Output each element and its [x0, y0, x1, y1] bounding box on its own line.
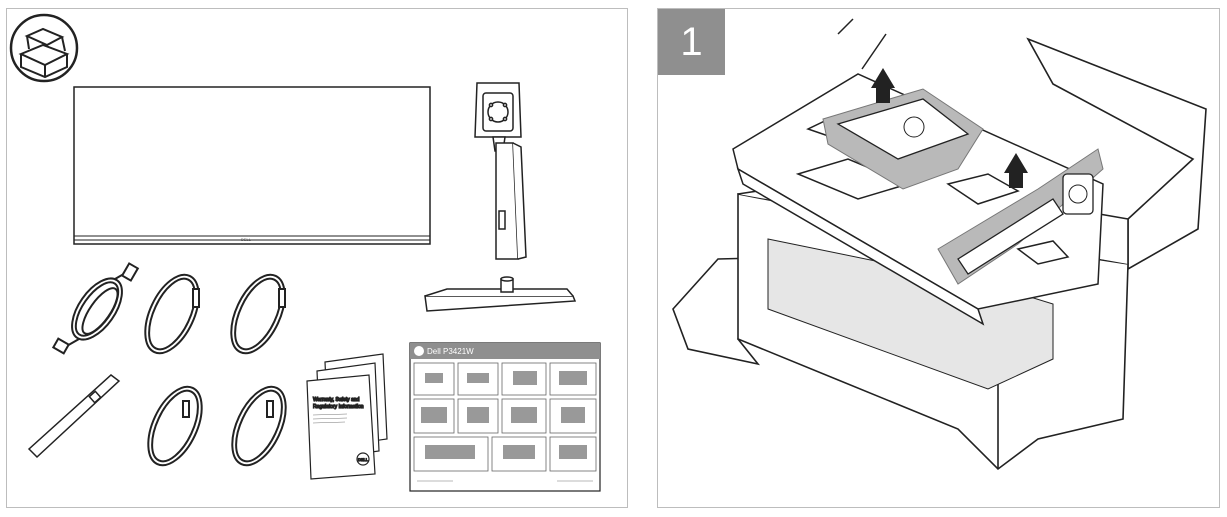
- usb-cable-1: [147, 385, 203, 467]
- box-open-icon: [9, 13, 79, 83]
- video-cable-2: [230, 273, 286, 355]
- monitor-bezel-logo: DELL: [241, 237, 252, 242]
- unboxing-illustration: [672, 18, 1207, 471]
- up-arrow-icon: [871, 68, 1028, 188]
- box-contents-panel: DELL: [6, 8, 628, 508]
- qsg-title: Dell P3421W: [427, 347, 474, 356]
- safety-booklet: Warranty, Safety and Regulatory Informat…: [306, 353, 388, 480]
- power-cable: [51, 262, 140, 355]
- box-contents-illustration: DELL: [9, 13, 601, 492]
- step-number-badge: 1: [658, 9, 725, 75]
- usb-cable-2: [231, 385, 287, 467]
- stand-base-in-box: [822, 88, 984, 190]
- monitor-panel: DELL: [73, 86, 431, 245]
- booklet-badge: DELL: [358, 457, 369, 462]
- stand-riser: [474, 82, 527, 260]
- stand-riser-in-box: [937, 148, 1104, 285]
- stand-base: [424, 276, 577, 312]
- booklet-title-line1: Warranty, Safety and: [313, 397, 360, 403]
- booklet-title-line2: Regulatory Information: [313, 404, 364, 410]
- quick-setup-guide: Dell P3421W: [409, 342, 601, 492]
- video-cable-1: [144, 273, 200, 355]
- cable-tie: [27, 374, 121, 459]
- step-1-panel: 1: [657, 8, 1220, 508]
